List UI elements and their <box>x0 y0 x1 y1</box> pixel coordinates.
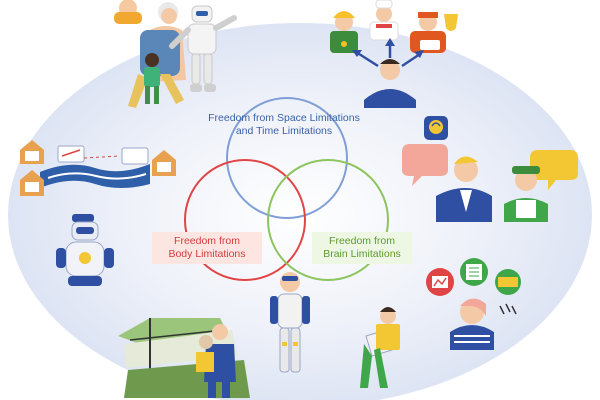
remote-village-icon <box>20 140 176 196</box>
space-time-label-line1: Freedom from Space Limitations <box>208 112 360 124</box>
body-label: Freedom from Body Limitations <box>152 232 262 264</box>
disaster-rescue-icon <box>118 318 250 398</box>
brain-label-line1: Freedom from <box>329 235 395 247</box>
brain-label-line2: Brain Limitations <box>323 248 401 260</box>
thinking-person-icon <box>426 258 521 350</box>
body-label-line1: Freedom from <box>174 235 240 247</box>
brain-label: Freedom from Brain Limitations <box>312 232 412 264</box>
space-time-label: Freedom from Space Limitations and Time … <box>194 112 374 138</box>
brain-icon <box>424 116 448 140</box>
workers-group-icon <box>330 0 458 108</box>
space-time-circle <box>226 97 348 219</box>
security-robot-icon <box>56 214 114 286</box>
space-time-label-line2: and Time Limitations <box>235 125 333 137</box>
robot-caregiver-icon <box>114 0 237 108</box>
lifting-assist-icon <box>360 307 400 388</box>
brain-circle <box>267 159 389 281</box>
body-circle <box>184 159 306 281</box>
exoskeleton-suit-icon <box>270 272 310 373</box>
body-label-line2: Body Limitations <box>168 248 246 260</box>
conversation-icon <box>402 144 578 222</box>
